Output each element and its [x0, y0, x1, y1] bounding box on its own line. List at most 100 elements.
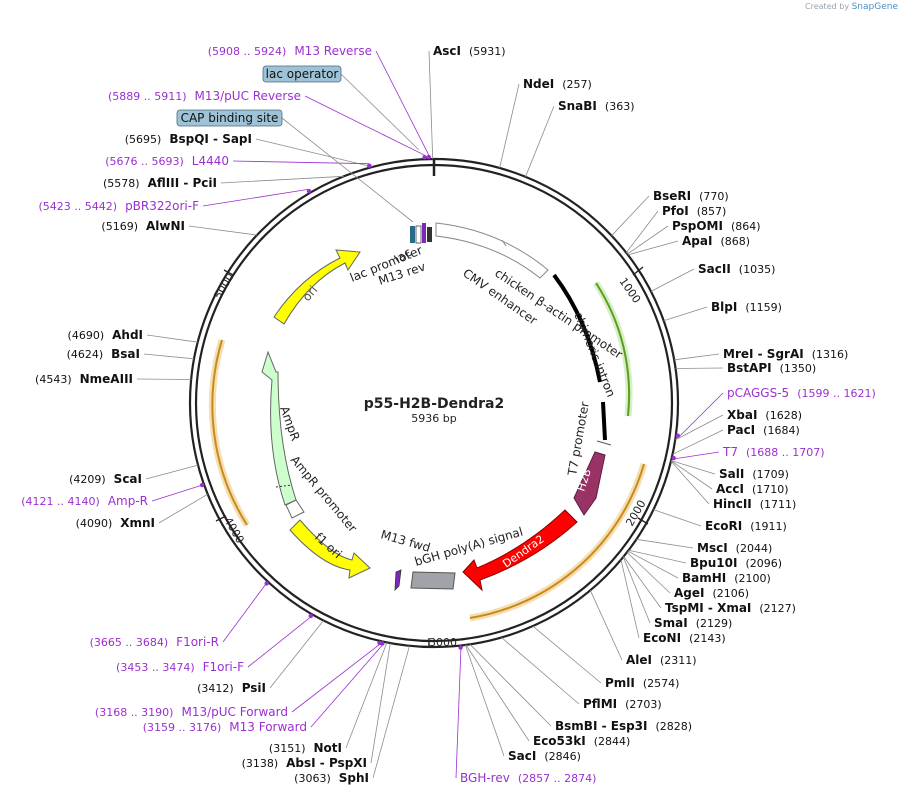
chimeric-intron-bar [552, 273, 602, 383]
enzyme-name: Bpu10I [690, 556, 737, 570]
primer-leader [304, 95, 425, 156]
enzyme-label: XbaI(1628) [727, 408, 802, 422]
enzyme-leader [269, 620, 324, 689]
primer-label: (3168 .. 3190)M13/pUC Forward [95, 705, 288, 719]
t7-promoter-bar [601, 401, 607, 441]
enzyme-leader [499, 83, 520, 169]
feature-box-leader [340, 73, 420, 151]
primer-label: (4121 .. 4140)Amp-R [21, 494, 148, 508]
primer-range: (5908 .. 5924) [208, 45, 287, 58]
enzyme-name: BseRI [653, 189, 691, 203]
enzyme-position: (5931) [469, 45, 506, 58]
f1-ori-arrow [289, 519, 371, 579]
primer-site-marker [675, 433, 680, 438]
enzyme-label: (3138)AbsI - PspXI [242, 756, 367, 770]
primer-label: (3453 .. 3474)F1ori-F [116, 660, 244, 674]
primer-leader [455, 649, 462, 779]
enzyme-name: EcoRI [705, 519, 742, 533]
enzyme-leader [627, 550, 679, 579]
primer-range: (1688 .. 1707) [746, 446, 825, 459]
enzyme-label: SacI(2846) [508, 749, 581, 763]
enzyme-label: PfoI (857) [662, 204, 726, 218]
primer-site-marker [426, 154, 431, 160]
primer-range: (3665 .. 3684) [90, 636, 169, 649]
primer-site-marker [367, 163, 372, 168]
enzyme-label: BamHI(2100) [682, 571, 771, 585]
enzyme-name: PmlI [605, 676, 635, 690]
plasmid-size: 5936 bp [411, 412, 456, 425]
enzyme-position: (2844) [594, 735, 631, 748]
primer-range: (4121 .. 4140) [21, 495, 100, 508]
enzyme-name: AhdI [112, 328, 143, 342]
dendra2-arrow [462, 509, 578, 592]
enzyme-leader [220, 175, 344, 184]
enzyme-leader [136, 378, 192, 380]
primer-label: BGH-rev(2857 .. 2874) [460, 771, 596, 785]
features [261, 222, 612, 592]
enzyme-position: (2127) [759, 602, 796, 615]
tick-2000 [637, 517, 649, 525]
enzyme-label: (4624) BsaI [67, 347, 140, 361]
primer-leader [675, 451, 720, 459]
primer-site-marker [264, 581, 269, 586]
primer-site-marker [671, 455, 676, 461]
primer-site-marker [422, 155, 427, 160]
primer-name: F1ori-R [176, 635, 219, 649]
enzyme-name: PfoI [662, 204, 689, 218]
enzyme-label: AccI(1710) [716, 482, 789, 496]
enzyme-name: AbsI - PspXI [286, 756, 367, 770]
enzyme-label: Bpu10I(2096) [690, 556, 782, 570]
enzyme-name: MreI - SgrAI [723, 347, 804, 361]
enzyme-leader [670, 460, 716, 475]
enzyme-name: AflIII - PciI [148, 176, 217, 190]
enzyme-position: (2574) [643, 677, 680, 690]
primer-name: L4440 [192, 154, 229, 168]
enzyme-label: HincII(1711) [713, 497, 796, 511]
enzyme-label: PmlI (2574) [605, 676, 679, 690]
primer-leader [679, 392, 724, 437]
enzyme-label: PflMI(2703) [583, 697, 662, 711]
enzyme-position: (2311) [660, 654, 697, 667]
tick-label-3000: 3000 [429, 636, 457, 649]
enzyme-label: SalI(1709) [719, 467, 789, 481]
enzyme-label: AscI(5931) [433, 44, 506, 58]
primer-site-marker [199, 482, 205, 488]
enzyme-leader [672, 429, 724, 455]
enzyme-name: BstAPI [727, 361, 772, 375]
enzyme-label: BstAPI(1350) [727, 361, 816, 375]
ori-arrow [273, 249, 361, 325]
enzyme-position: (4543) [35, 373, 72, 386]
enzyme-name: SphI [339, 771, 369, 785]
primer-name: M13 Forward [229, 720, 307, 734]
enzyme-leader [674, 353, 720, 361]
enzyme-position: (4624) [67, 348, 104, 361]
orange-arc-right [469, 463, 645, 619]
enzyme-label: (4090)XmnI [76, 516, 155, 530]
enzyme-leader [623, 556, 662, 609]
primer-range: (3168 .. 3190) [95, 706, 174, 719]
watermark-prefix: Created by [805, 2, 850, 11]
enzyme-leader [663, 306, 708, 322]
backbone-outer-ring [188, 157, 680, 649]
enzyme-leader [636, 538, 694, 549]
lac-operator-box [410, 226, 415, 243]
enzyme-leader [428, 50, 434, 160]
enzyme-name: NmeAIII [80, 372, 133, 386]
tick-1000 [632, 266, 644, 276]
enzyme-name: AlwNI [146, 219, 185, 233]
enzyme-label: SacII(1035) [698, 262, 775, 276]
enzyme-name: BsaI [111, 347, 140, 361]
enzyme-label: (5695)BspQI - SapI [125, 132, 252, 146]
primer-site-marker [306, 188, 312, 194]
primer-range: (2857 .. 2874) [518, 772, 597, 785]
enzyme-label: (4543) NmeAIII [35, 372, 133, 386]
primer-range: (5889 .. 5911) [108, 90, 187, 103]
feature-box [176, 109, 283, 127]
enzyme-label: (3412)PsiI [197, 681, 266, 695]
enzyme-position: (2106) [712, 587, 749, 600]
m13-rev-marker [422, 223, 426, 243]
enzyme-position: (857) [697, 205, 727, 218]
enzyme-position: (3063) [294, 772, 331, 785]
enzyme-leader [626, 552, 671, 594]
